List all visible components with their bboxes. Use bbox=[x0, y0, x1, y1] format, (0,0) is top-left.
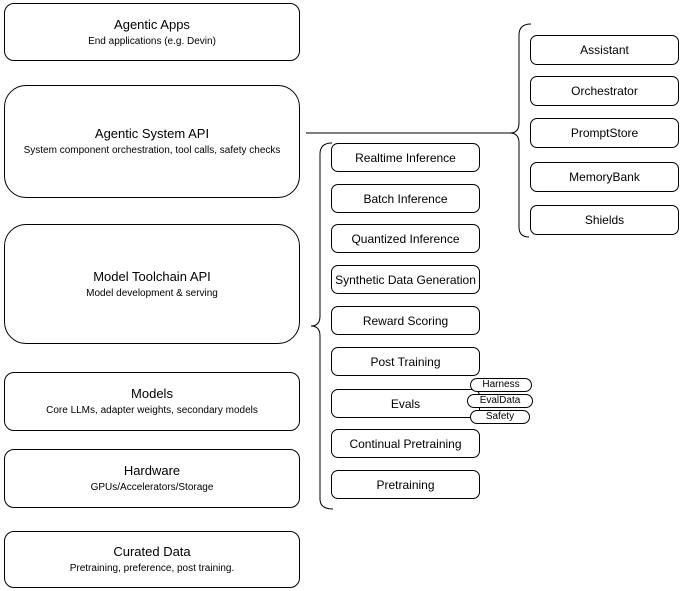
box-title: Model Toolchain API bbox=[93, 268, 211, 284]
evals-tag-label: EvalData bbox=[479, 395, 521, 406]
box-title: Hardware bbox=[123, 463, 181, 478]
box-agentic-system-api: Agentic System API System component orch… bbox=[4, 85, 300, 198]
box-model-toolchain-api: Model Toolchain API Model development & … bbox=[4, 224, 300, 344]
box-subtitle: GPUs/Accelerators/Storage bbox=[90, 482, 214, 493]
toolchain-item-post-training: Post Training bbox=[331, 347, 480, 376]
toolchain-item-label: Batch Inference bbox=[363, 191, 448, 206]
toolchain-item-label: Pretraining bbox=[376, 477, 435, 492]
toolchain-item-label: Continual Pretraining bbox=[349, 436, 462, 451]
toolchain-item-label: Evals bbox=[390, 396, 421, 411]
component-label: Orchestrator bbox=[571, 84, 638, 98]
box-agentic-apps: Agentic Apps End applications (e.g. Devi… bbox=[4, 3, 300, 61]
box-title: Agentic System API bbox=[94, 126, 210, 141]
box-hardware: Hardware GPUs/Accelerators/Storage bbox=[4, 449, 300, 508]
toolchain-item-evals: Evals bbox=[331, 389, 480, 418]
box-models: Models Core LLMs, adapter weights, secon… bbox=[4, 372, 300, 431]
evals-tag-label: Safety bbox=[485, 411, 515, 422]
evals-tag-evaldata: EvalData bbox=[467, 394, 533, 408]
component-shields: Shields bbox=[530, 205, 679, 235]
box-title: Curated Data bbox=[113, 544, 191, 559]
component-label: MemoryBank bbox=[569, 170, 640, 184]
toolchain-item-quantized-inference: Quantized Inference bbox=[331, 224, 480, 253]
evals-tag-safety: Safety bbox=[470, 410, 530, 424]
toolchain-item-label: Post Training bbox=[370, 354, 441, 369]
toolchain-item-batch-inference: Batch Inference bbox=[331, 184, 480, 213]
toolchain-item-reward-scoring: Reward Scoring bbox=[331, 306, 480, 335]
system-components-brace bbox=[509, 23, 532, 238]
component-orchestrator: Orchestrator bbox=[530, 76, 679, 106]
toolchain-item-synthetic-data-generation: Synthetic Data Generation bbox=[331, 265, 480, 294]
box-subtitle: Core LLMs, adapter weights, secondary mo… bbox=[46, 405, 258, 416]
box-title: Models bbox=[131, 386, 173, 401]
box-subtitle: Pretraining, preference, post training. bbox=[69, 563, 235, 574]
component-promptstore: PromptStore bbox=[530, 118, 679, 148]
component-memorybank: MemoryBank bbox=[530, 162, 679, 192]
evals-tag-harness: Harness bbox=[470, 378, 532, 392]
toolchain-item-realtime-inference: Realtime Inference bbox=[331, 143, 480, 172]
toolchain-item-label: Synthetic Data Generation bbox=[335, 272, 476, 287]
toolchain-item-label: Reward Scoring bbox=[362, 313, 449, 328]
box-title: Agentic Apps bbox=[114, 16, 190, 32]
evals-tag-label: Harness bbox=[482, 379, 520, 390]
toolchain-item-label: Realtime Inference bbox=[355, 150, 456, 165]
box-curated-data: Curated Data Pretraining, preference, po… bbox=[4, 531, 300, 588]
toolchain-brace bbox=[310, 142, 334, 510]
component-label: Shields bbox=[584, 213, 625, 227]
box-subtitle: System component orchestration, tool cal… bbox=[23, 145, 281, 156]
toolchain-item-pretraining: Pretraining bbox=[331, 470, 480, 499]
component-label: Assistant bbox=[580, 43, 629, 57]
box-subtitle: End applications (e.g. Devin) bbox=[88, 35, 216, 47]
toolchain-item-label: Quantized Inference bbox=[351, 231, 460, 246]
toolchain-item-continual-pretraining: Continual Pretraining bbox=[331, 429, 480, 458]
component-label: PromptStore bbox=[570, 126, 639, 140]
component-assistant: Assistant bbox=[530, 35, 679, 65]
box-subtitle: Model development & serving bbox=[86, 287, 218, 299]
